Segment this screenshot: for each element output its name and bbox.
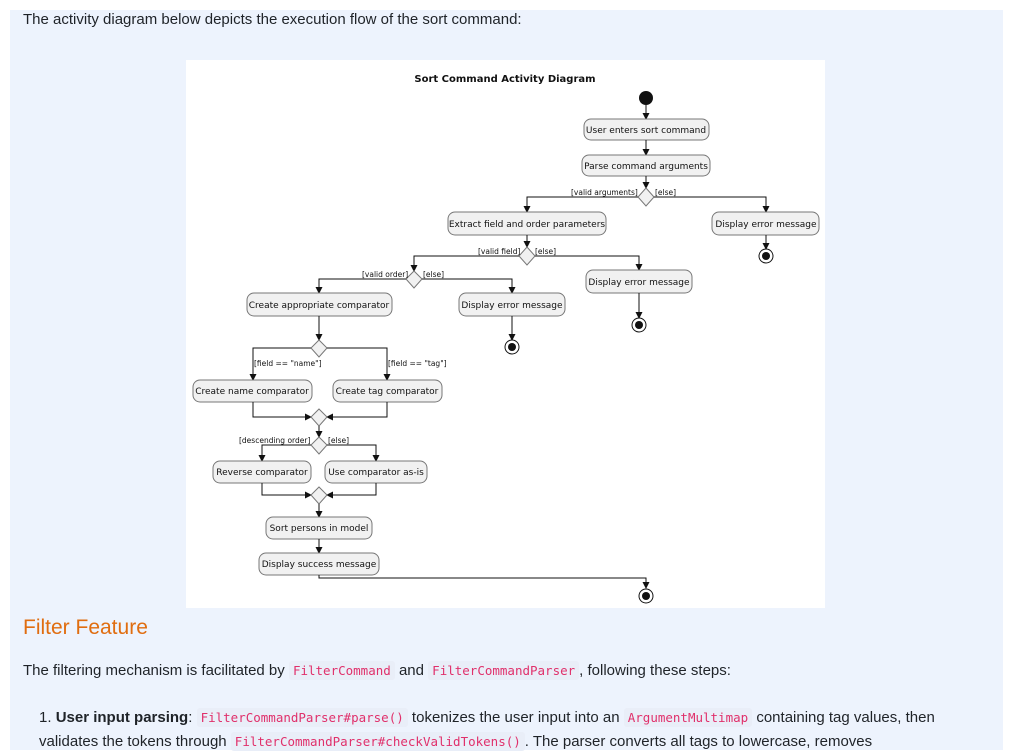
guard-descending: [descending order] <box>239 436 310 445</box>
para-text-mid: and <box>394 662 429 679</box>
node-create-comparator-label: Create appropriate comparator <box>249 301 390 311</box>
node-extract-label: Extract field and order parameters <box>449 220 606 230</box>
section-heading: Filter Feature <box>23 616 148 639</box>
code-check-valid-tokens: FilterCommandParser#checkValidTokens() <box>230 732 525 751</box>
node-parse-args-label: Parse command arguments <box>584 162 708 172</box>
node-reverse-label: Reverse comparator <box>216 468 308 478</box>
guard-else-1: [else] <box>655 188 676 197</box>
list-text-3: . The parser converts all tags to lowerc… <box>524 733 873 750</box>
list-item: 1. User input parsing: FilterCommandPars… <box>39 706 979 754</box>
para-text-after: , following these steps: <box>579 662 731 679</box>
node-sort-persons-label: Sort persons in model <box>270 524 369 534</box>
start-node <box>639 91 653 105</box>
guard-else-4: [else] <box>328 436 349 445</box>
guard-else-3: [else] <box>423 270 444 279</box>
node-create-tag-label: Create tag comparator <box>336 387 439 397</box>
list-text-1: tokenizes the user input into an <box>407 709 624 726</box>
code-parse: FilterCommandParser#parse() <box>196 708 408 727</box>
code-filter-command: FilterCommand <box>288 661 395 680</box>
node-display-error-2-label: Display error message <box>588 278 690 288</box>
node-display-error-1-label: Display error message <box>715 220 817 230</box>
guard-field-tag: [field == "tag"] <box>388 359 447 368</box>
node-display-error-3-label: Display error message <box>461 301 563 311</box>
guard-valid-order: [valid order] <box>362 270 408 279</box>
decision-4 <box>310 339 328 358</box>
guard-valid-field: [valid field] <box>478 247 520 256</box>
node-use-asis-label: Use comparator as-is <box>328 468 424 478</box>
decision-1 <box>637 187 655 207</box>
guard-field-name: [field == "name"] <box>254 359 322 368</box>
diagram-title: Sort Command Activity Diagram <box>414 74 595 85</box>
node-display-success-label: Display success message <box>262 560 377 570</box>
activity-diagram: Sort Command Activity Diagram User enter… <box>186 60 825 608</box>
guard-valid-arguments: [valid arguments] <box>571 188 638 197</box>
list-bold-title: User input parsing <box>55 709 189 726</box>
intro-text: The activity diagram below depicts the e… <box>23 11 522 28</box>
list-number: 1. <box>39 709 52 726</box>
code-filter-command-parser: FilterCommandParser <box>428 661 580 680</box>
filter-paragraph: The filtering mechanism is facilitated b… <box>23 661 731 680</box>
node-user-enters-label: User enters sort command <box>586 126 706 136</box>
guard-else-2: [else] <box>535 247 556 256</box>
decision-2 <box>518 246 536 266</box>
decision-5 <box>310 436 328 455</box>
para-text-before: The filtering mechanism is facilitated b… <box>23 662 289 679</box>
code-argument-multimap: ArgumentMultimap <box>623 708 753 727</box>
merge-1 <box>310 408 328 427</box>
decision-3 <box>405 270 423 289</box>
merge-2 <box>310 486 328 505</box>
node-create-name-label: Create name comparator <box>195 387 309 397</box>
list-colon: : <box>188 709 197 726</box>
